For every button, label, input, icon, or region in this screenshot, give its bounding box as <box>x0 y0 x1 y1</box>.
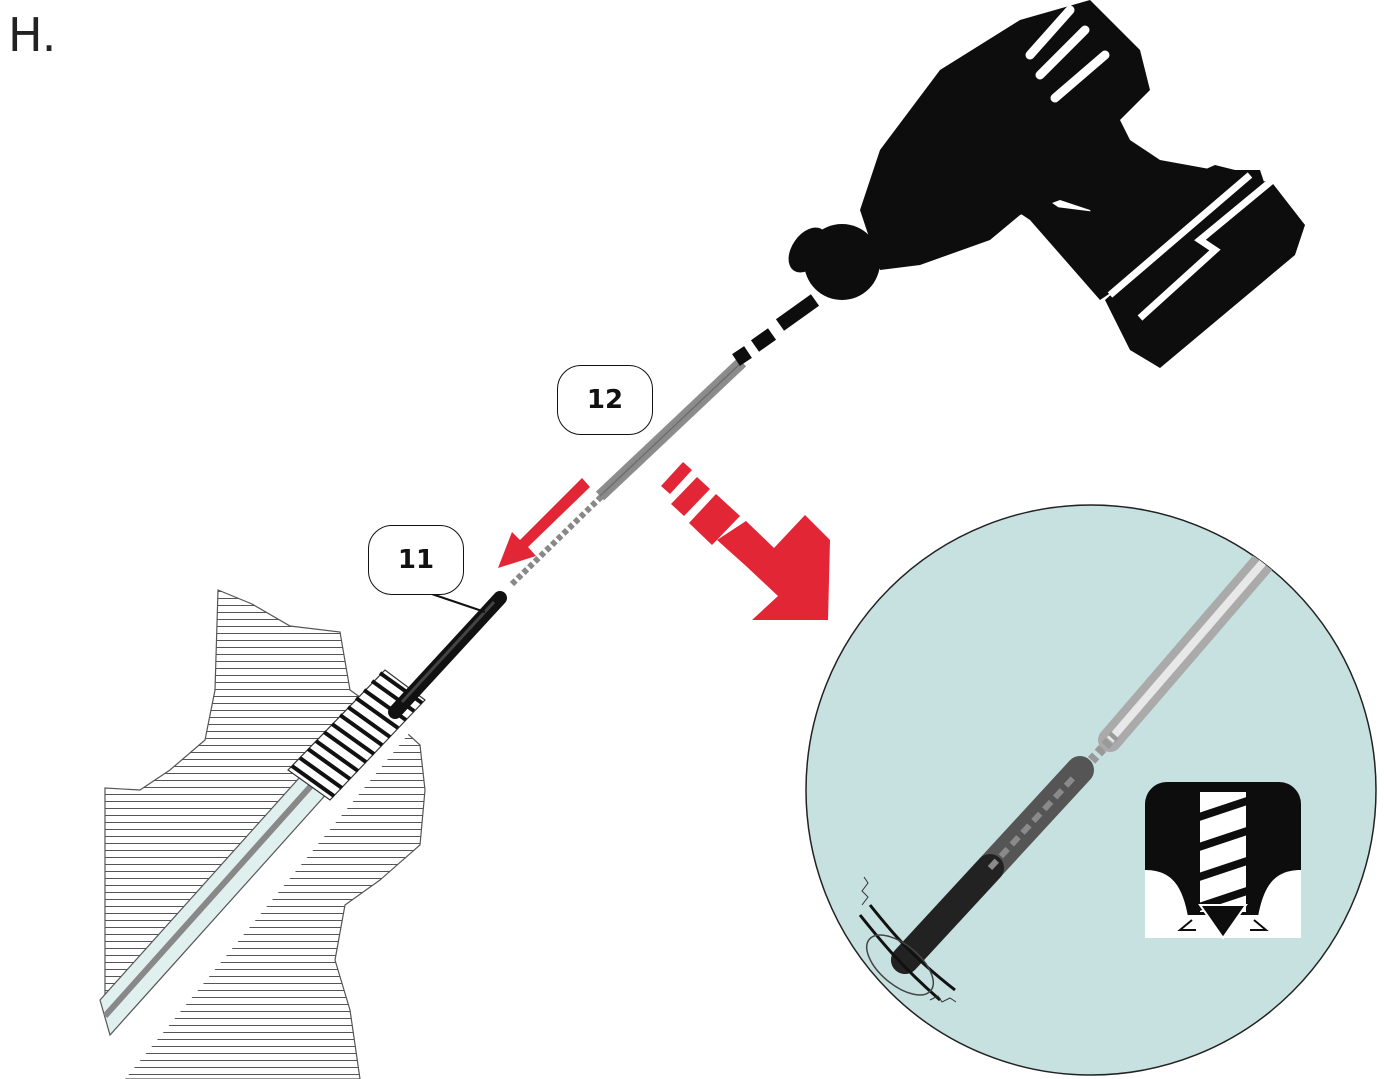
insert-direction-arrow <box>498 478 590 568</box>
bore-channel <box>105 700 420 1079</box>
callout-part-11-label: 11 <box>397 545 435 575</box>
rod-part-11 <box>388 591 507 719</box>
cordless-drill-icon <box>788 0 1305 368</box>
callout-part-12: 12 <box>557 365 653 435</box>
rod-highlight <box>400 600 496 704</box>
detail-view-arrow <box>661 462 830 620</box>
self-tapping-screw-icon <box>1145 782 1301 940</box>
callout-part-11: 11 <box>368 525 464 595</box>
chuck-motion-dashes <box>732 294 820 366</box>
wall-cross-section <box>99 589 507 1079</box>
callout-part-12-label: 12 <box>586 385 624 415</box>
step-letter: H. <box>8 8 57 62</box>
drill-bit-part-12 <box>509 357 747 587</box>
